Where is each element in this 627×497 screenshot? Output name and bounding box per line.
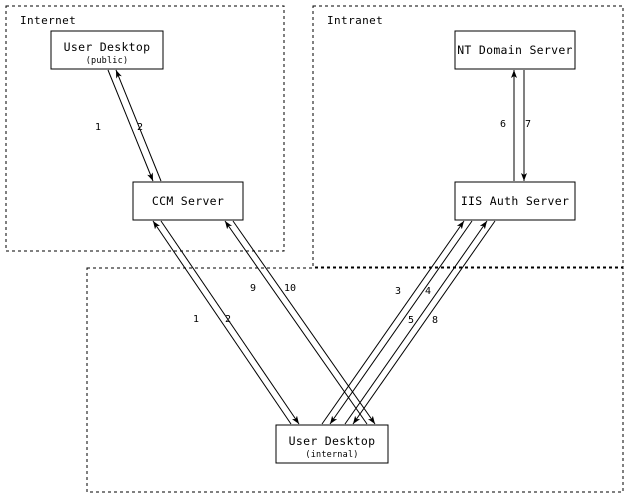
step-label-10: 10 <box>284 283 296 294</box>
flow-line-step-8 <box>352 220 496 425</box>
flow-internal-iis-58 <box>344 220 496 425</box>
step-label-5: 5 <box>408 315 414 326</box>
node-nt-domain-server[interactable]: NT Domain Server <box>454 30 576 70</box>
flow-line-step-4 <box>329 220 473 425</box>
flow-internal-iis-34 <box>321 220 473 425</box>
node-user-desktop-public-box[interactable] <box>50 30 164 70</box>
zone-intranet: Intranet <box>312 5 624 268</box>
node-nt-domain-server-box[interactable] <box>454 30 576 70</box>
step-label-8: 8 <box>432 315 438 326</box>
node-nt-domain-server-title: NT Domain Server <box>457 43 573 57</box>
flow-line-step-10 <box>232 220 376 425</box>
node-user-desktop-public-subtitle: (public) <box>86 56 129 66</box>
step-label-2-public: 2 <box>137 122 143 133</box>
step-labels: 1 2 1 2 3 4 5 6 7 8 9 10 <box>95 119 531 326</box>
step-label-4: 4 <box>425 286 431 297</box>
flow-line-step-5 <box>344 220 488 425</box>
zone-internet-border <box>5 5 285 252</box>
zone-internet-label: Internet <box>20 14 76 27</box>
zone-intranet-label: Intranet <box>327 14 383 27</box>
node-user-desktop-internal[interactable]: User Desktop (internal) <box>275 424 389 464</box>
node-user-desktop-internal-box[interactable] <box>275 424 389 464</box>
flow-internal-ccm-12 <box>152 220 300 425</box>
flow-public-ccm <box>107 69 162 182</box>
node-iis-auth-server[interactable]: IIS Auth Server <box>454 181 576 221</box>
flow-line-step-9 <box>224 220 368 425</box>
step-label-1-public: 1 <box>95 122 101 133</box>
zone-intranet-border <box>312 5 624 268</box>
zone-internal <box>86 267 624 493</box>
node-ccm-server[interactable]: CCM Server <box>132 181 244 221</box>
flow-line-step-1-public <box>107 69 154 182</box>
node-user-desktop-internal-subtitle: (internal) <box>305 450 358 460</box>
node-user-desktop-internal-title: User Desktop <box>289 434 376 448</box>
flow-line-step-2-public <box>115 69 162 182</box>
step-label-7: 7 <box>525 119 531 130</box>
node-user-desktop-public-title: User Desktop <box>64 40 151 54</box>
node-iis-auth-server-title: IIS Auth Server <box>461 194 569 208</box>
flow-line-step-1-internal <box>152 220 292 425</box>
zone-internal-border <box>86 267 624 493</box>
node-user-desktop-public[interactable]: User Desktop (public) <box>50 30 164 70</box>
step-label-3: 3 <box>395 286 401 297</box>
step-label-9: 9 <box>250 283 256 294</box>
zone-internet: Internet <box>5 5 285 252</box>
flow-iis-nt <box>511 70 527 181</box>
step-label-1-internal: 1 <box>193 314 199 325</box>
flow-line-step-2-internal <box>160 220 300 425</box>
node-iis-auth-server-box[interactable] <box>454 181 576 221</box>
flow-line-step-3 <box>321 220 465 425</box>
node-ccm-server-title: CCM Server <box>152 194 224 208</box>
step-label-6: 6 <box>500 119 506 130</box>
step-label-2-internal: 2 <box>225 314 231 325</box>
flow-internal-ccm-910 <box>224 220 376 425</box>
node-ccm-server-box[interactable] <box>132 181 244 221</box>
